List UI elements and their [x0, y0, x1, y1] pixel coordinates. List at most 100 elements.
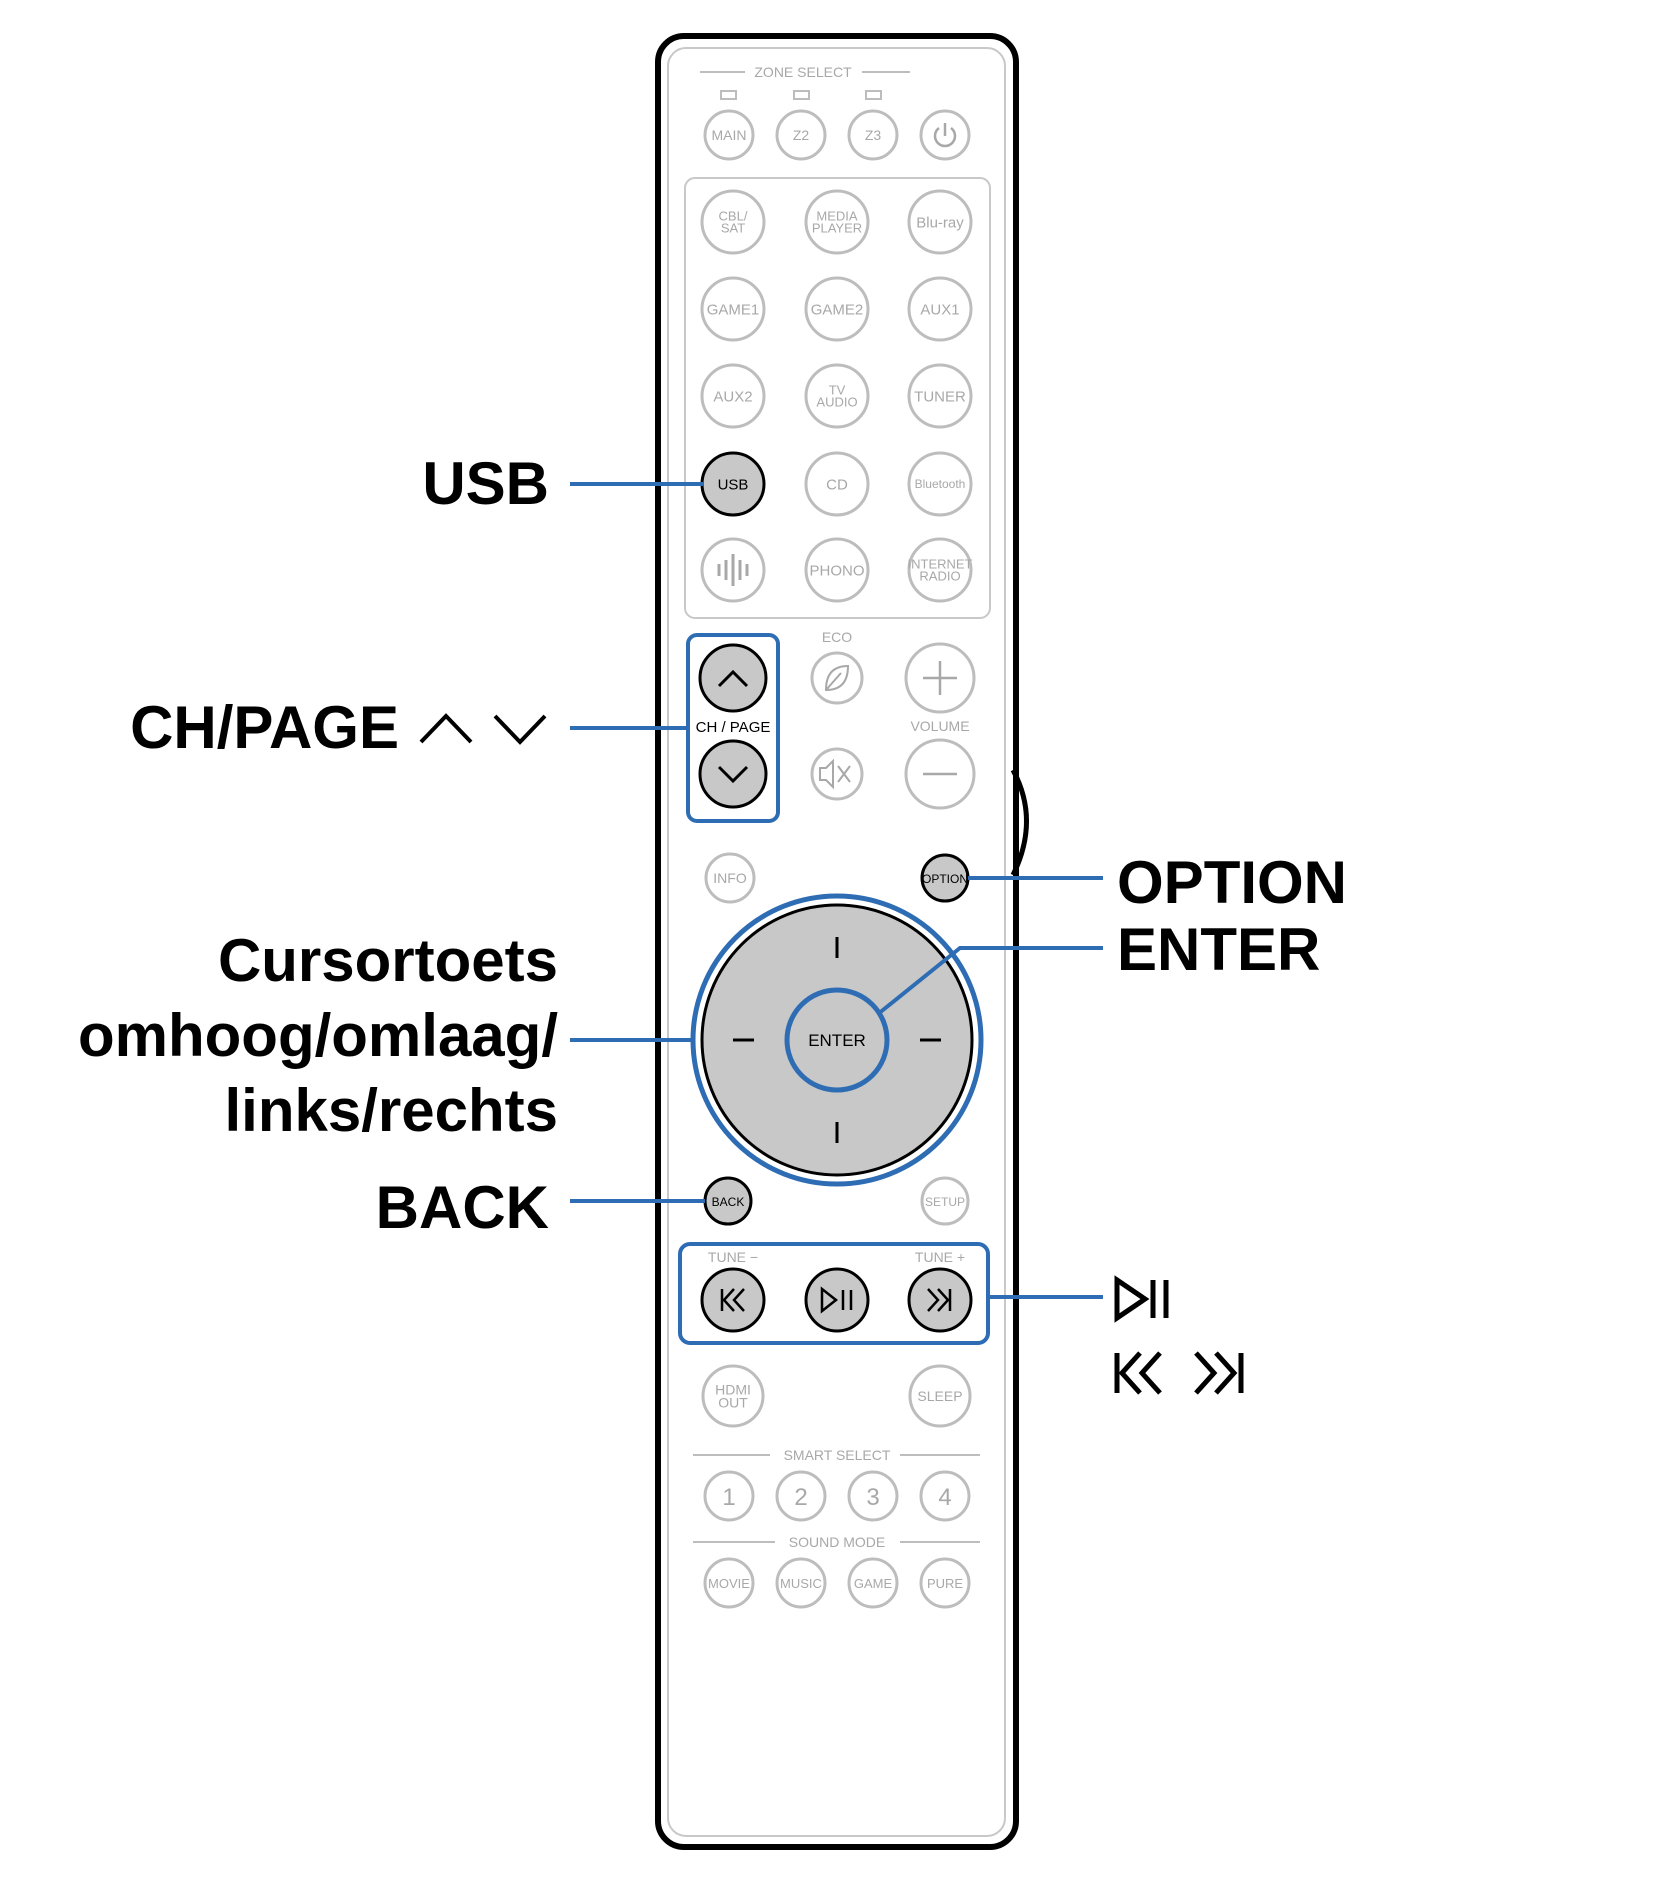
blu-ray-label: Blu-ray: [916, 214, 964, 231]
plus-icon: [923, 661, 957, 695]
enter-leader-line: [876, 946, 1103, 1016]
aux1-input-button[interactable]: AUX1: [907, 276, 973, 342]
back-callout: BACK: [375, 1174, 549, 1241]
game2-input-button[interactable]: GAME2: [804, 276, 870, 342]
callout-chevron-up-down-icon: [419, 713, 547, 745]
power-button[interactable]: [919, 109, 971, 161]
mute-button[interactable]: [810, 747, 864, 801]
game2-label: GAME2: [811, 301, 864, 318]
smart-select-1-button[interactable]: 1: [703, 1470, 755, 1522]
skip-forward-icon: [927, 1288, 952, 1312]
eco-button[interactable]: [810, 651, 864, 705]
usb-input-button[interactable]: USB: [700, 451, 766, 517]
skip-back-icon: [720, 1288, 745, 1312]
ch-page-up-button[interactable]: [698, 643, 768, 713]
tune-minus-label: TUNE −: [708, 1249, 758, 1265]
mute-icon: [819, 758, 851, 790]
smart-select-group: SMART SELECT: [693, 1447, 980, 1463]
smart-select-row: 1 2 3 4: [703, 1470, 971, 1522]
callout-skip-forward-icon: [1194, 1351, 1244, 1395]
option-button[interactable]: OPTION: [920, 853, 970, 903]
phono-input-button[interactable]: PHONO: [804, 537, 870, 603]
aux2-input-button[interactable]: AUX2: [700, 363, 766, 429]
callout-play-pause-icon: [1114, 1275, 1169, 1323]
smart-select-2-label: 2: [794, 1484, 807, 1511]
cursor-callout-line1: Cursortoets: [217, 927, 558, 994]
power-icon: [933, 123, 957, 148]
ch-page-label: CH / PAGE: [696, 719, 771, 736]
smart-select-1-label: 1: [722, 1484, 735, 1511]
enter-callout: ENTER: [1117, 916, 1321, 983]
play-pause-button[interactable]: [804, 1267, 870, 1333]
phono-label: PHONO: [809, 562, 864, 579]
sound-mode-pure-button[interactable]: PURE: [919, 1557, 971, 1609]
blu-ray-input-button[interactable]: Blu-ray: [907, 189, 973, 255]
cbl-sat-label: CBL/SAT: [719, 208, 748, 235]
cd-label: CD: [826, 476, 848, 493]
game1-input-button[interactable]: GAME1: [700, 276, 766, 342]
skip-back-button[interactable]: [700, 1267, 766, 1333]
back-button[interactable]: BACK: [703, 1176, 753, 1226]
cursor-callout-line3: links/rechts: [224, 1077, 559, 1144]
zone-2-button[interactable]: Z2: [775, 109, 827, 161]
eco-label: ECO: [822, 629, 852, 645]
sound-mode-music-button[interactable]: MUSIC: [775, 1557, 827, 1609]
zone-main-button[interactable]: MAIN: [703, 109, 755, 161]
smart-select-3-button[interactable]: 3: [847, 1470, 899, 1522]
smart-select-3-label: 3: [866, 1484, 879, 1511]
svg-text:MAIN: MAIN: [712, 127, 747, 143]
input-selector-panel: [684, 177, 991, 619]
volume-up-button[interactable]: [904, 642, 976, 714]
aux1-label: AUX1: [920, 301, 959, 318]
sound-mode-label: SOUND MODE: [789, 1534, 885, 1550]
usb-callout: USB: [422, 450, 549, 517]
smart-select-2-button[interactable]: 2: [775, 1470, 827, 1522]
usb-label: USB: [718, 476, 749, 493]
transport-highlight-box: [678, 1242, 990, 1345]
smart-select-4-label: 4: [938, 1484, 951, 1511]
info-button[interactable]: INFO: [704, 852, 756, 904]
sound-mode-movie-button[interactable]: MOVIE: [703, 1557, 755, 1609]
heos-icon: [717, 554, 749, 586]
sound-mode-row: MOVIE MUSIC GAME PURE: [703, 1557, 971, 1609]
enter-button[interactable]: ENTER: [784, 987, 890, 1093]
heos-input-button[interactable]: [700, 537, 766, 603]
skip-forward-button[interactable]: [907, 1267, 973, 1333]
sleep-button[interactable]: SLEEP: [908, 1364, 972, 1428]
bluetooth-label: Bluetooth: [915, 477, 966, 491]
aux2-label: AUX2: [713, 388, 752, 405]
cursor-callout-line2: omhoog/omlaag/: [78, 1002, 558, 1069]
tuner-input-button[interactable]: TUNER: [907, 363, 973, 429]
sound-mode-pure-label: PURE: [927, 1576, 963, 1591]
svg-text:SETUP: SETUP: [925, 1195, 965, 1209]
sound-mode-music-label: MUSIC: [780, 1576, 822, 1591]
chevron-down-icon: [717, 765, 749, 784]
volume-down-button[interactable]: [904, 738, 976, 810]
sound-mode-game-button[interactable]: GAME: [847, 1557, 899, 1609]
bluetooth-input-button[interactable]: Bluetooth: [907, 451, 973, 517]
sound-mode-game-label: GAME: [854, 1576, 893, 1591]
sound-mode-group: SOUND MODE: [693, 1534, 980, 1550]
svg-text:Z3: Z3: [865, 127, 882, 143]
cd-input-button[interactable]: CD: [804, 451, 870, 517]
leaf-icon: [824, 664, 850, 692]
smart-select-4-button[interactable]: 4: [919, 1470, 971, 1522]
cbl-sat-input-button[interactable]: CBL/SAT: [700, 189, 766, 255]
option-callout: OPTION: [1117, 849, 1348, 916]
setup-button[interactable]: SETUP: [920, 1176, 970, 1226]
svg-text:ENTER: ENTER: [808, 1031, 866, 1050]
leader-lines: [570, 482, 1103, 1299]
ch-page-down-button[interactable]: [698, 739, 768, 809]
zone-3-button[interactable]: Z3: [847, 109, 899, 161]
tuner-label: TUNER: [914, 388, 966, 405]
tune-plus-label: TUNE +: [915, 1249, 965, 1265]
